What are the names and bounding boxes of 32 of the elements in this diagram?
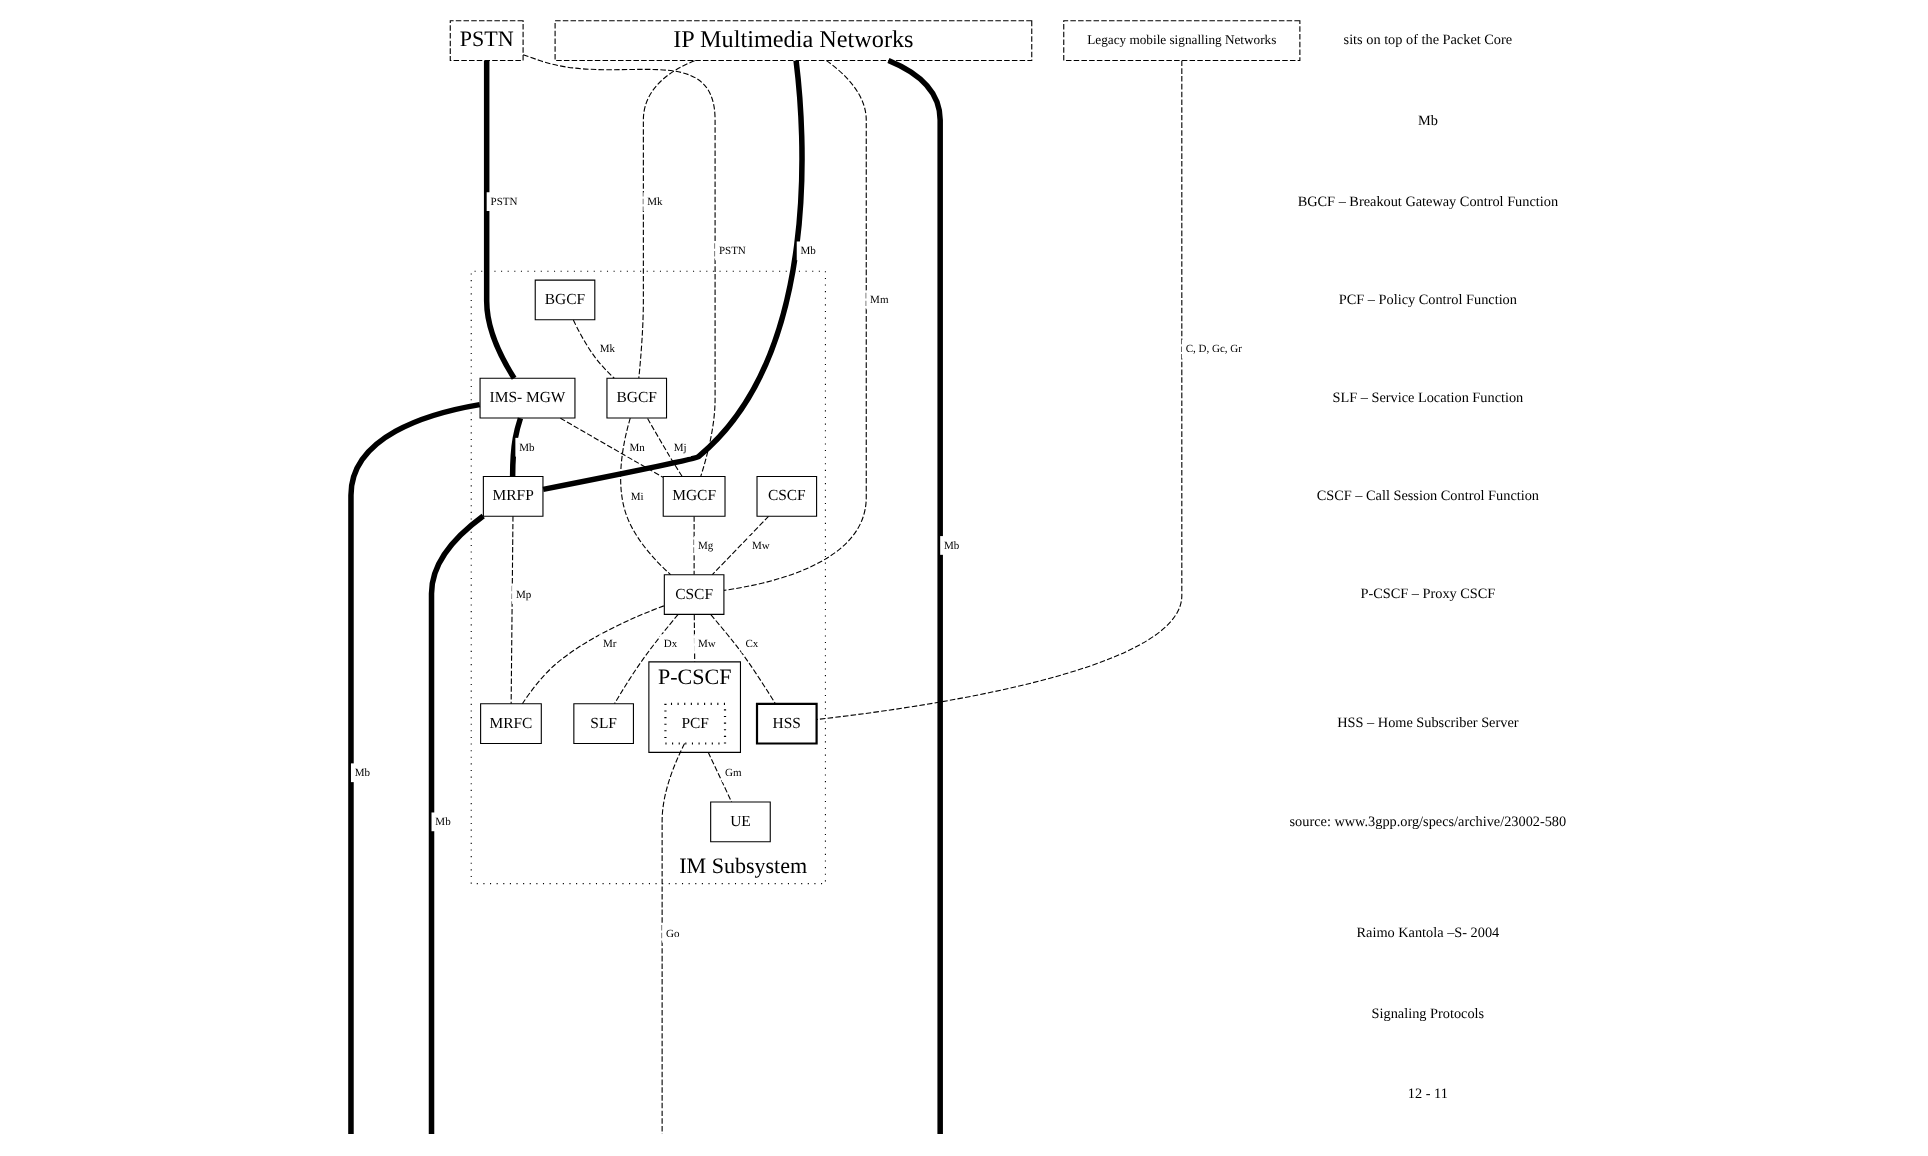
node-box: UE [709, 801, 770, 843]
node-box: HSS [754, 702, 817, 745]
node-box: BGCF [605, 377, 667, 419]
connector [692, 515, 694, 576]
node-box: CSCF [662, 574, 724, 615]
connector [646, 417, 682, 478]
connector [886, 58, 942, 1134]
connector [558, 417, 663, 478]
connector [815, 60, 1182, 720]
connector [706, 751, 732, 803]
connector [637, 60, 695, 379]
node-box: IMS- MGW [478, 377, 575, 419]
node-box: CSCF [755, 475, 817, 517]
connector [710, 515, 769, 576]
connector [722, 60, 866, 591]
node-box: MGCF [661, 475, 725, 517]
node-box: IP Multimedia Networks [553, 20, 1032, 62]
connector [541, 60, 804, 493]
node-box: BGCF [533, 279, 595, 321]
connector [520, 605, 664, 705]
connector [619, 417, 671, 576]
node-box: MRFC [479, 703, 541, 745]
node-box: PCF [663, 702, 726, 745]
connector [709, 614, 775, 705]
node-box: MRFP [481, 475, 543, 517]
connector [482, 60, 516, 380]
connector [521, 54, 715, 477]
connector [571, 319, 614, 379]
node-box: SLF [572, 703, 633, 745]
node-box: PSTN [448, 20, 523, 62]
connector [508, 417, 523, 476]
connector [509, 515, 513, 705]
